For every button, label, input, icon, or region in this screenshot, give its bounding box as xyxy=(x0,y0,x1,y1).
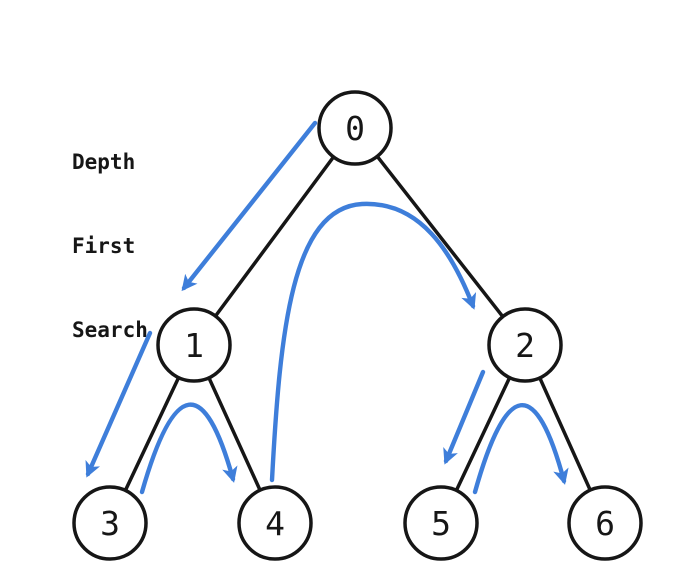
node-label-0: 0 xyxy=(345,109,365,148)
tree-node-6: 6 xyxy=(567,485,643,561)
diagram-title: Depth First Search xyxy=(72,92,148,400)
traversal-arrow-3-4 xyxy=(139,402,238,495)
title-line-1: Depth xyxy=(72,150,136,174)
traversal-arrow-5-6 xyxy=(472,403,569,495)
traversal-arrow-0-1 xyxy=(181,120,318,292)
title-line-3: Search xyxy=(72,318,148,342)
tree-edge-0-2 xyxy=(353,126,527,347)
tree-node-5: 5 xyxy=(403,485,479,561)
node-label-5: 5 xyxy=(431,504,451,543)
node-circle-6 xyxy=(567,485,643,561)
tree-node-4: 4 xyxy=(237,485,313,561)
node-label-1: 1 xyxy=(184,326,204,365)
node-circle-5 xyxy=(403,485,479,561)
node-label-3: 3 xyxy=(100,504,120,543)
traversal-arrow-2-5 xyxy=(443,369,486,465)
tree-node-0: 0 xyxy=(317,90,393,166)
node-label-2: 2 xyxy=(515,326,535,365)
traversal-arrow-1-3 xyxy=(85,330,153,478)
tree-nodes-layer: 0 1 2 3 4 5 6 xyxy=(72,90,643,561)
tree-node-1: 1 xyxy=(156,307,232,383)
traversal-arrows-layer xyxy=(85,120,569,495)
node-label-6: 6 xyxy=(595,504,615,543)
tree-node-2: 2 xyxy=(487,307,563,383)
node-circle-1 xyxy=(156,307,232,383)
node-circle-2 xyxy=(487,307,563,383)
tree-edge-0-1 xyxy=(192,126,357,347)
node-circle-3 xyxy=(72,485,148,561)
tree-node-3: 3 xyxy=(72,485,148,561)
node-label-4: 4 xyxy=(265,504,285,543)
traversal-arrow-4-2 xyxy=(269,201,477,483)
node-circle-0 xyxy=(317,90,393,166)
node-circle-4 xyxy=(237,485,313,561)
title-line-2: First xyxy=(72,234,136,258)
